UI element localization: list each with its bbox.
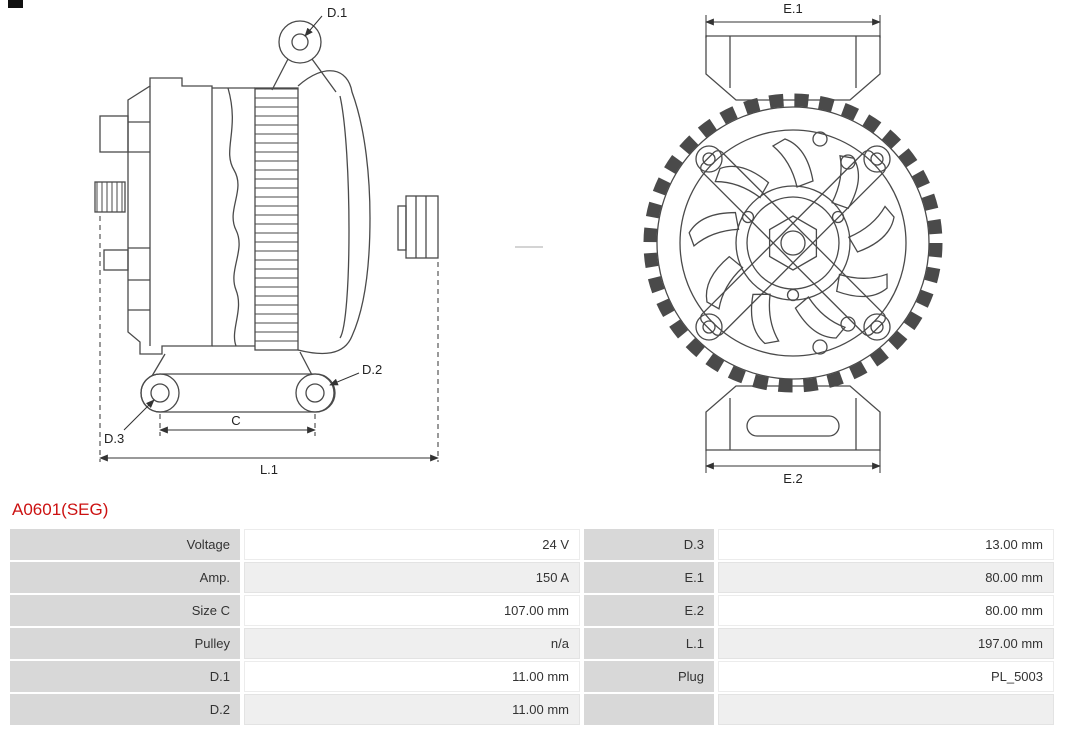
spec-label: Pulley — [10, 628, 240, 659]
table-row: D.2 11.00 mm — [10, 694, 1058, 725]
fan-blades — [686, 138, 900, 349]
technical-diagram: D.1 D.2 D.3 C L.1 — [94, 1, 943, 486]
spec-value: 11.00 mm — [244, 694, 580, 725]
face-bolts — [812, 131, 856, 355]
dim-label-l1: L.1 — [260, 462, 278, 477]
specs-table: Voltage 24 V D.3 13.00 mm Amp. 150 A E.1… — [10, 529, 1058, 725]
spec-value: 11.00 mm — [244, 661, 580, 692]
table-row: Amp. 150 A E.1 80.00 mm — [10, 562, 1058, 593]
cross-arms — [695, 145, 891, 341]
table-row: Pulley n/a L.1 197.00 mm — [10, 628, 1058, 659]
spec-label: L.1 — [584, 628, 714, 659]
side-view-drawing: D.1 D.2 D.3 C L.1 — [94, 5, 439, 477]
spec-value: 80.00 mm — [718, 562, 1054, 593]
spec-value: 13.00 mm — [718, 529, 1054, 560]
spec-value: 197.00 mm — [718, 628, 1054, 659]
spec-value: n/a — [244, 628, 580, 659]
front-view-drawing: E.1 E.2 — [643, 1, 943, 486]
spec-label: D.1 — [10, 661, 240, 692]
stator-ribs — [212, 87, 299, 351]
table-row: D.1 11.00 mm Plug PL_5003 — [10, 661, 1058, 692]
spec-value: 150 A — [244, 562, 580, 593]
spec-value: 107.00 mm — [244, 595, 580, 626]
spec-value: 24 V — [244, 529, 580, 560]
dim-label-d3: D.3 — [104, 431, 124, 446]
side-view-dimensions — [99, 15, 439, 462]
dim-label-d1: D.1 — [327, 5, 347, 20]
pulley-hub — [735, 185, 851, 302]
dim-label-e1: E.1 — [783, 1, 803, 16]
spec-label: Plug — [584, 661, 714, 692]
spec-value: 80.00 mm — [718, 595, 1054, 626]
top-mounting-eye — [271, 20, 337, 93]
table-row: Voltage 24 V D.3 13.00 mm — [10, 529, 1058, 560]
front-view-dimensions — [705, 15, 881, 473]
spec-value — [718, 694, 1054, 725]
top-left-artifact — [8, 0, 23, 8]
table-row: Size C 107.00 mm E.2 80.00 mm — [10, 595, 1058, 626]
rear-housing — [297, 70, 371, 355]
spec-label: E.1 — [584, 562, 714, 593]
rear-connector — [397, 195, 439, 259]
dim-label-e2: E.2 — [783, 471, 803, 486]
dim-label-c: C — [231, 413, 240, 428]
bottom-bracket — [705, 385, 881, 451]
top-bracket — [705, 35, 881, 101]
spec-label: E.2 — [584, 595, 714, 626]
spec-value: PL_5003 — [718, 661, 1054, 692]
part-number: A0601(SEG) — [12, 500, 109, 519]
front-housing — [94, 77, 213, 355]
stator-ring — [643, 93, 943, 393]
spec-label — [584, 694, 714, 725]
mounting-foot — [140, 351, 336, 413]
spec-label: D.2 — [10, 694, 240, 725]
spec-label: Voltage — [10, 529, 240, 560]
spec-label: Amp. — [10, 562, 240, 593]
spec-label: Size C — [10, 595, 240, 626]
dim-label-d2: D.2 — [362, 362, 382, 377]
spec-label: D.3 — [584, 529, 714, 560]
